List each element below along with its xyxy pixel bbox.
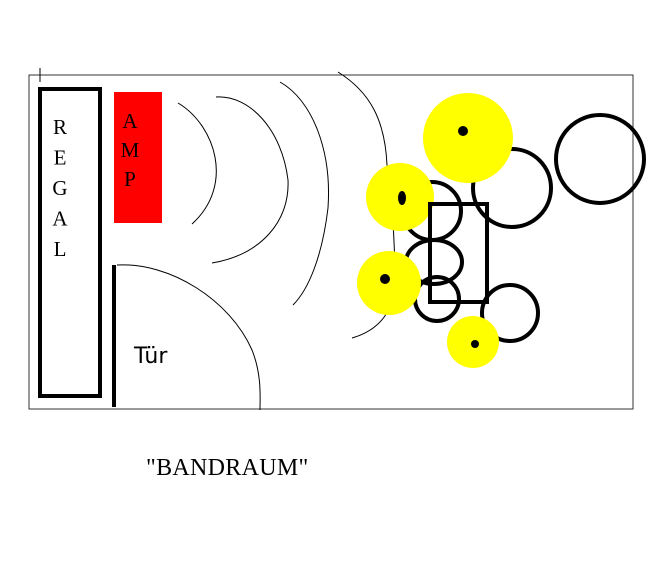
room-outline xyxy=(28,74,634,410)
room-caption: "BANDRAUM" xyxy=(146,455,309,481)
shelf-label-letter: L xyxy=(54,237,67,261)
shelf-label-letter: G xyxy=(52,176,67,200)
door-swing-arc xyxy=(116,264,261,411)
door-label: Tür xyxy=(133,344,168,369)
amp-box xyxy=(114,92,162,223)
stage-light-3 xyxy=(357,251,421,315)
shelf-box xyxy=(38,87,102,398)
drum-mid xyxy=(471,147,553,229)
stage-light-3-dot xyxy=(380,274,390,284)
drum-snare xyxy=(480,283,540,343)
sound-wave-1 xyxy=(177,102,217,225)
shelf-label-letter: E xyxy=(54,146,67,170)
stage-light-1 xyxy=(423,93,513,183)
amp-label-letter: A xyxy=(122,109,138,133)
shelf-label-letter: R xyxy=(53,115,67,139)
sound-wave-3 xyxy=(279,81,330,306)
stage-light-1-dot xyxy=(458,126,468,136)
shelf-label-letter: A xyxy=(52,207,68,231)
stage-light-4-dot xyxy=(471,340,479,348)
drum-kit xyxy=(357,93,646,368)
amp-label-letter: P xyxy=(124,167,136,191)
drum-large-right xyxy=(554,113,646,205)
sound-wave-2 xyxy=(211,96,289,264)
amp-label-letter: M xyxy=(121,138,140,162)
stage-light-2-dot xyxy=(398,191,406,205)
